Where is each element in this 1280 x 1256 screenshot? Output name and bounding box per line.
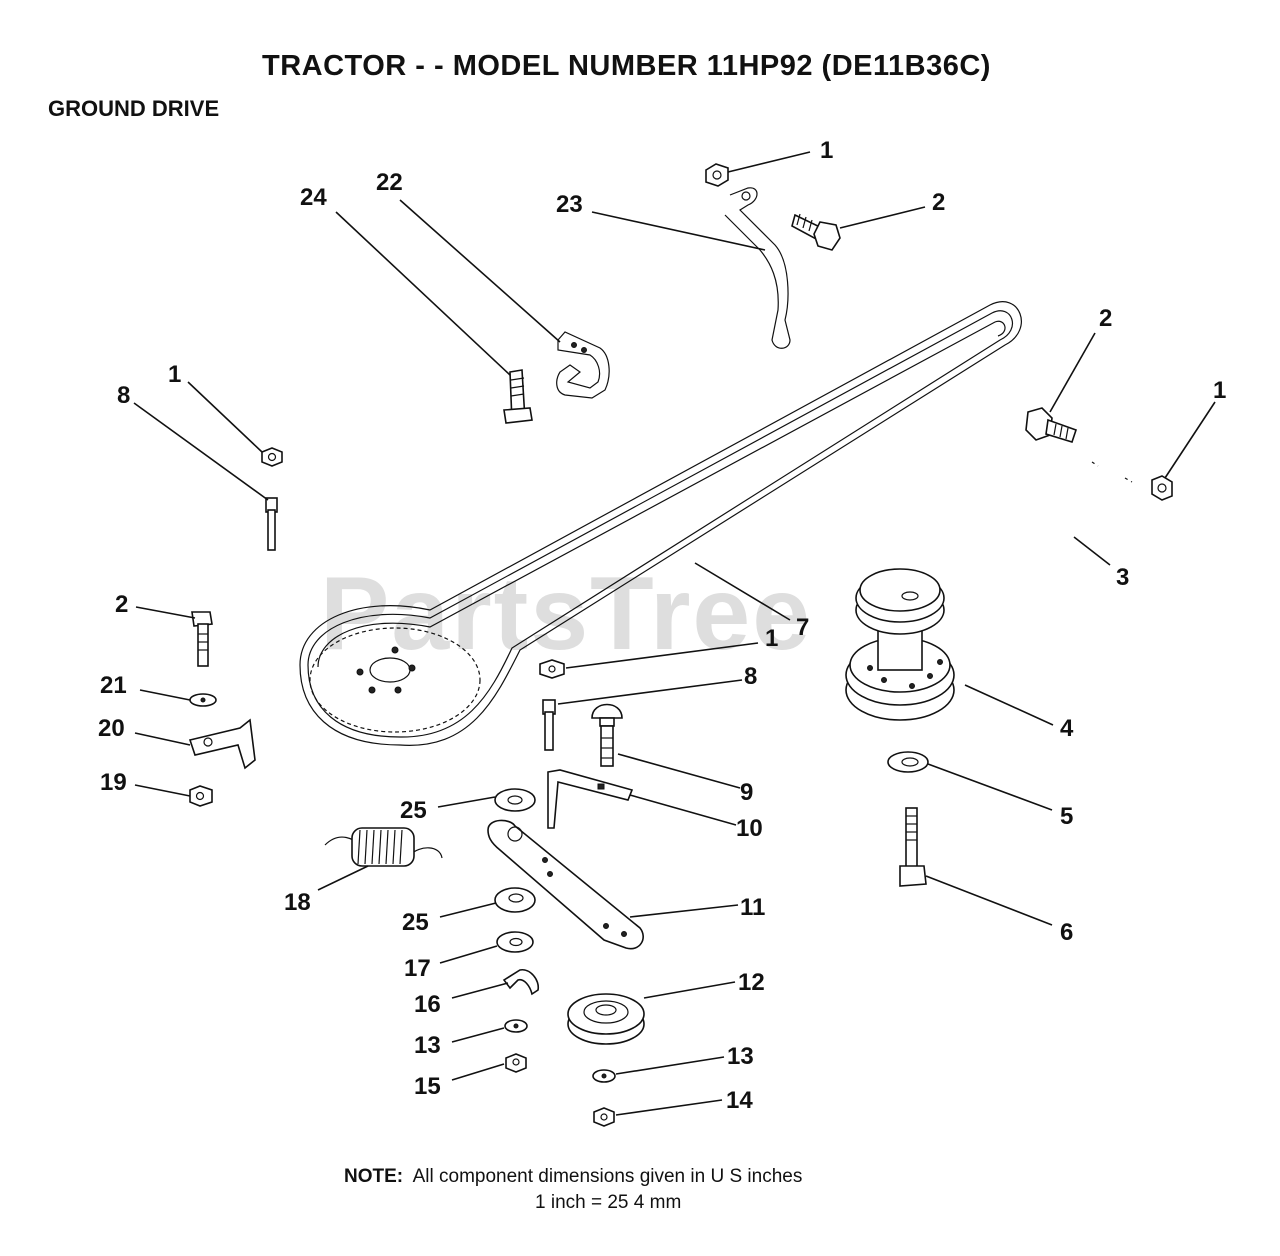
washer-left-part-13	[504, 1019, 528, 1033]
drive-belt-part-7	[299, 301, 1022, 746]
callout-5: 5	[1060, 803, 1073, 830]
washer-part-21	[189, 693, 217, 707]
callout-7: 7	[796, 614, 809, 641]
callout-9: 9	[740, 779, 753, 806]
diagram-title: TRACTOR - - MODEL NUMBER 11HP92 (DE11B36…	[262, 50, 991, 82]
nut-part-14	[593, 1107, 615, 1127]
carriage-bolt-part-9	[591, 703, 623, 767]
hex-nut-part-19	[189, 785, 213, 807]
callout-2-right-bolt: 2	[1099, 305, 1112, 332]
hex-nut-middle	[539, 659, 565, 679]
idler-arm-part-11	[487, 819, 644, 950]
callout-21: 21	[100, 672, 127, 699]
washer-part-17	[496, 931, 534, 953]
diagram-subtitle: GROUND DRIVE	[48, 96, 220, 121]
callout-25-lower: 25	[402, 909, 429, 936]
callout-1-right-nut: 1	[1213, 377, 1226, 404]
callout-13-left: 13	[414, 1032, 441, 1059]
note-line-1: NOTE: All component dimensions given in …	[344, 1166, 802, 1188]
callout-1-left-nut: 1	[168, 361, 181, 388]
callout-3: 3	[1116, 564, 1129, 591]
hex-bolt-top	[791, 213, 841, 251]
callout-10: 10	[736, 815, 763, 842]
belt-guide-part-23	[724, 187, 791, 349]
callout-22: 22	[376, 169, 403, 196]
engine-pulley	[309, 627, 481, 733]
callout-14: 14	[726, 1087, 753, 1114]
hex-nut-right	[1151, 475, 1173, 501]
belt-guide-part-22	[556, 331, 610, 399]
washer-lower-part-25	[494, 887, 536, 913]
callout-16: 16	[414, 991, 441, 1018]
callout-1-mid-nut: 1	[765, 625, 778, 652]
note-text: All component dimensions given in U S in…	[412, 1166, 803, 1187]
callout-2-top-bolt: 2	[932, 189, 945, 216]
hex-nut-left	[261, 447, 283, 467]
callout-8-left-bolt: 8	[117, 382, 130, 409]
callout-25-upper: 25	[400, 797, 427, 824]
callout-23: 23	[556, 191, 583, 218]
callout-19: 19	[100, 769, 127, 796]
note-line-2: 1 inch = 25 4 mm	[535, 1192, 682, 1213]
idler-pulley-part-12	[567, 993, 645, 1045]
callout-13-right: 13	[727, 1043, 754, 1070]
washer-right-part-13	[592, 1069, 616, 1083]
hex-bolt-left	[191, 611, 213, 667]
callout-8-mid-bolt: 8	[744, 663, 757, 690]
double-pulley-part-4	[845, 568, 955, 721]
washer-upper-part-25	[494, 788, 536, 812]
callout-6: 6	[1060, 919, 1073, 946]
callout-17: 17	[404, 955, 431, 982]
callout-1-top-nut: 1	[820, 137, 833, 164]
callout-18: 18	[284, 889, 311, 916]
washer-part-5	[887, 751, 929, 773]
note-prefix: NOTE:	[344, 1166, 404, 1187]
bracket-part-10	[547, 769, 634, 829]
callout-15: 15	[414, 1073, 441, 1100]
hex-bolt-right	[1025, 407, 1078, 443]
bolt-part-6	[899, 807, 927, 887]
callout-2-left-bolt: 2	[115, 591, 128, 618]
hex-nut-top	[705, 163, 729, 187]
callout-20: 20	[98, 715, 125, 742]
clip-part-16	[502, 969, 540, 996]
callout-24: 24	[300, 184, 327, 211]
bracket-part-20	[188, 718, 256, 770]
callout-12: 12	[738, 969, 765, 996]
spring-part-18	[324, 827, 443, 867]
leader-lines	[133, 151, 1216, 1116]
nut-part-15	[505, 1053, 527, 1073]
shoulder-bolt-middle	[542, 699, 556, 751]
callout-11: 11	[740, 894, 765, 921]
shoulder-bolt-left	[265, 497, 278, 551]
callout-4: 4	[1060, 715, 1074, 742]
screw-part-24	[503, 369, 533, 424]
callout-labels: 1 2 23 24 22 2 1 3 1 8 7 2 21 20 19 1 8 …	[98, 137, 1226, 1114]
